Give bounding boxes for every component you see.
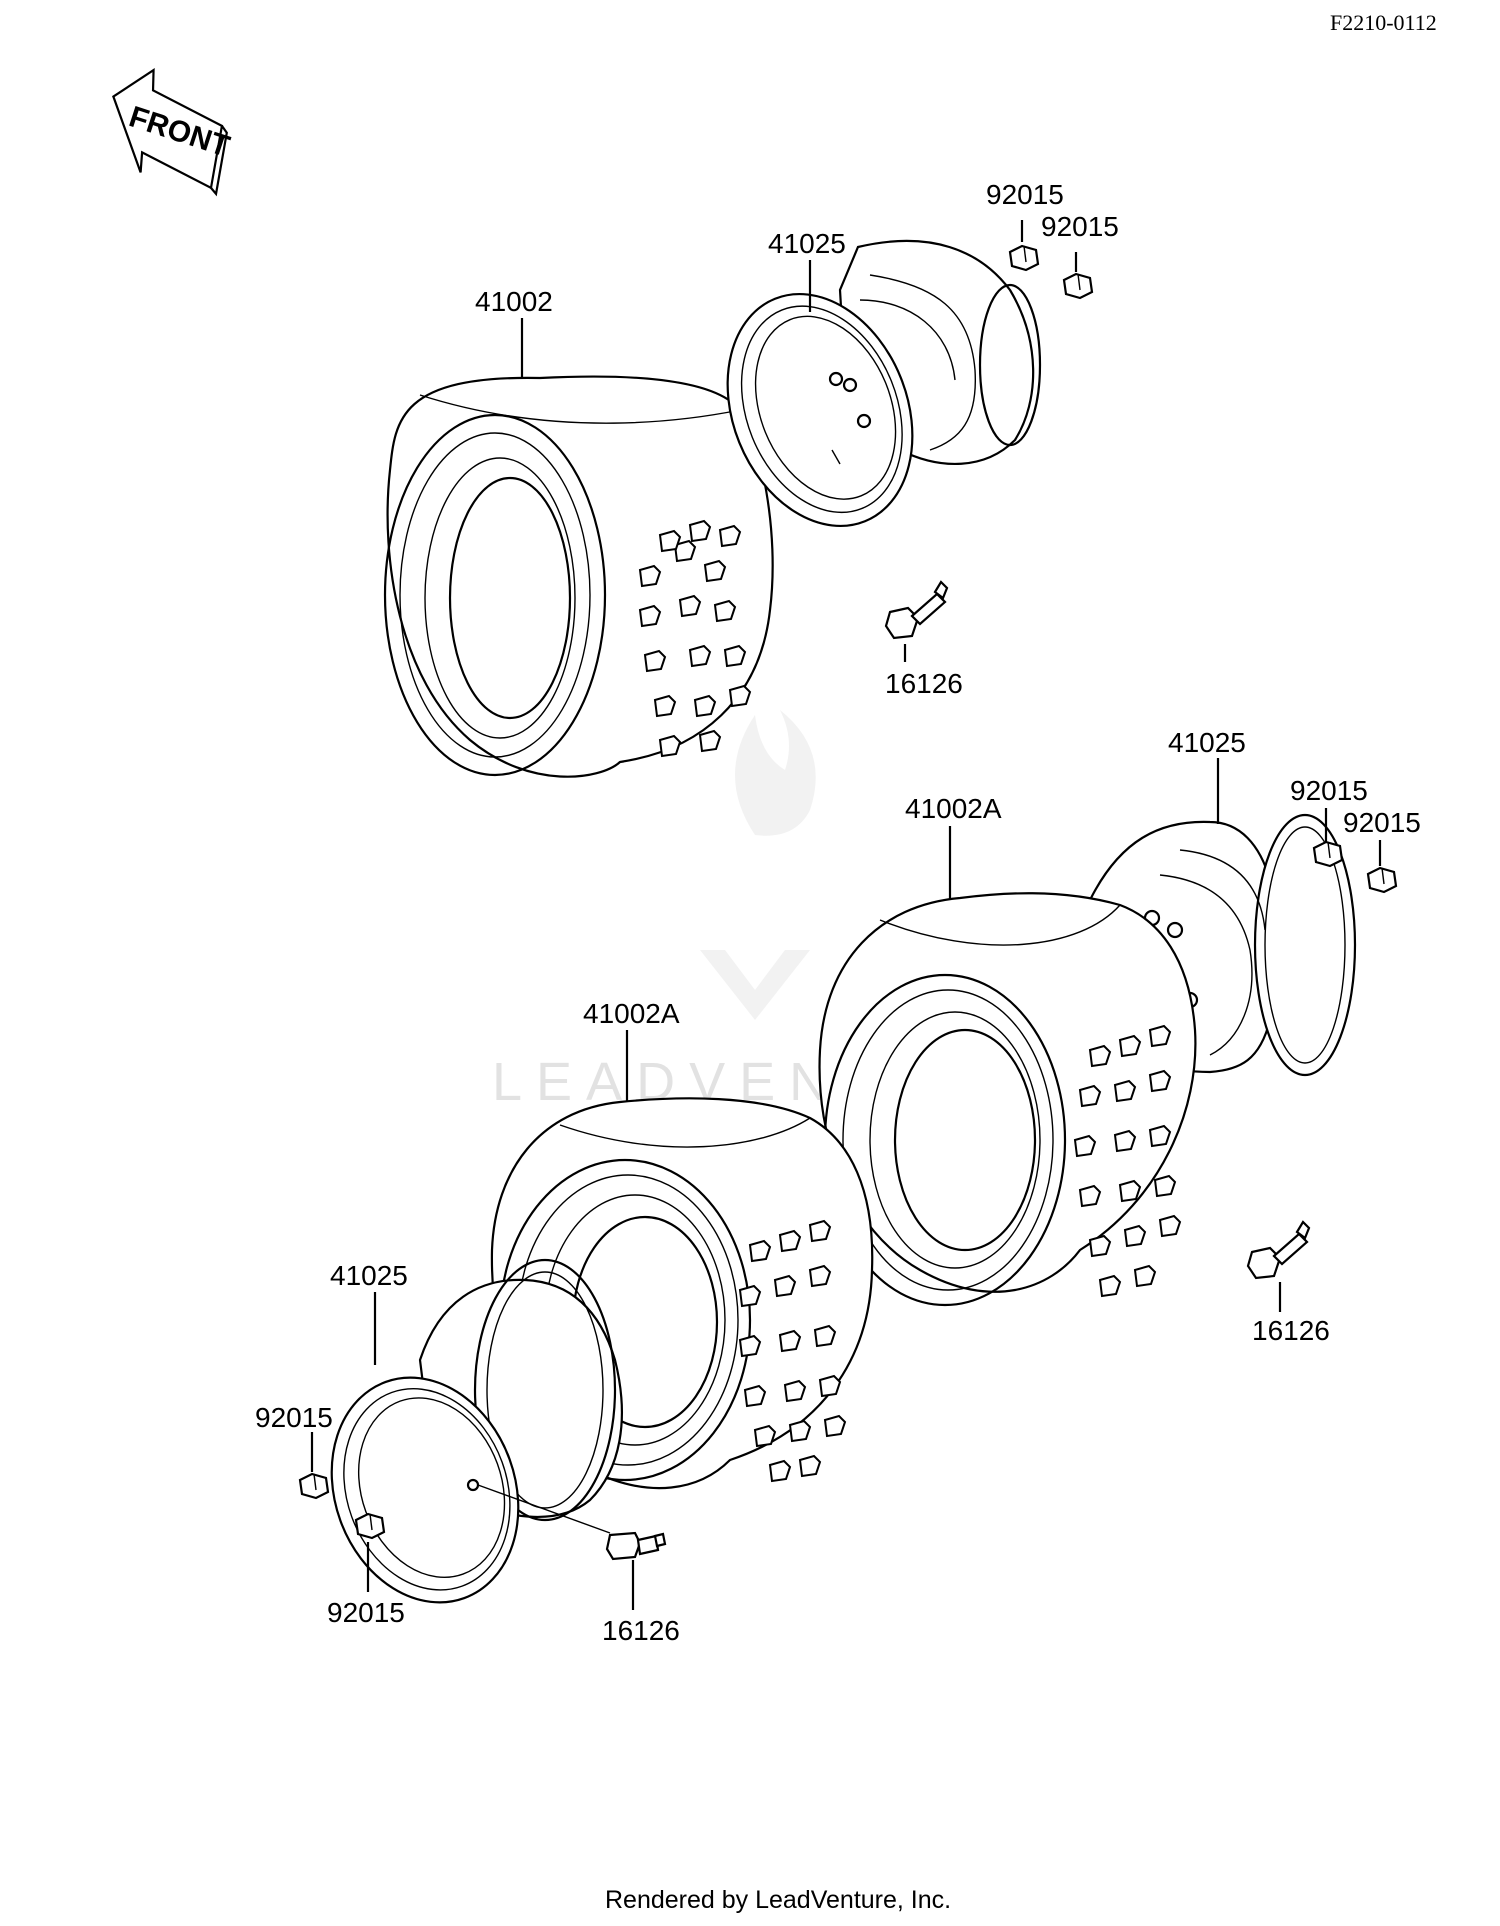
valve-rear-left [605,1531,667,1561]
diagram-code: F2210-0112 [1330,10,1437,35]
callout-valve-front: 16126 [885,668,963,699]
nut-b [1062,272,1094,300]
callout-wheel-rear-left: 41025 [330,1260,408,1291]
callout-wheel-front: 41025 [768,228,846,259]
wheel-rear-left [330,1258,623,1604]
footer-credit: Rendered by LeadVenture, Inc. [605,1886,951,1914]
nut-f [354,1512,386,1540]
watermark-logo [700,710,816,1020]
callout-valve-rear-left: 16126 [602,1615,680,1646]
nut-a [1008,244,1040,272]
front-arrow-icon: FRONT [112,68,234,197]
leader-lines [310,220,1382,1610]
callout-valve-rear-right: 16126 [1252,1315,1330,1346]
valve-front [884,580,949,640]
callout-tire-rear-right: 41002A [905,793,1002,824]
nut-d [1366,866,1398,894]
callout-nut-f: 92015 [327,1597,405,1628]
tire-front [383,375,774,778]
callout-nut-c: 92015 [1290,775,1368,806]
callout-tire-rear-left: 41002A [583,998,680,1029]
tire-rear-right [818,892,1197,1307]
callout-nut-e: 92015 [255,1402,333,1433]
callout-nut-b: 92015 [1041,211,1119,242]
callout-nut-d: 92015 [1343,807,1421,838]
callout-wheel-rear-right: 41025 [1168,727,1246,758]
valve-rear-right [1246,1220,1311,1280]
nut-c [1312,840,1344,868]
callout-tire-front: 41002 [475,286,553,317]
nut-e [298,1472,330,1500]
callout-nut-a: 92015 [986,179,1064,210]
wheel-front [726,239,1042,528]
